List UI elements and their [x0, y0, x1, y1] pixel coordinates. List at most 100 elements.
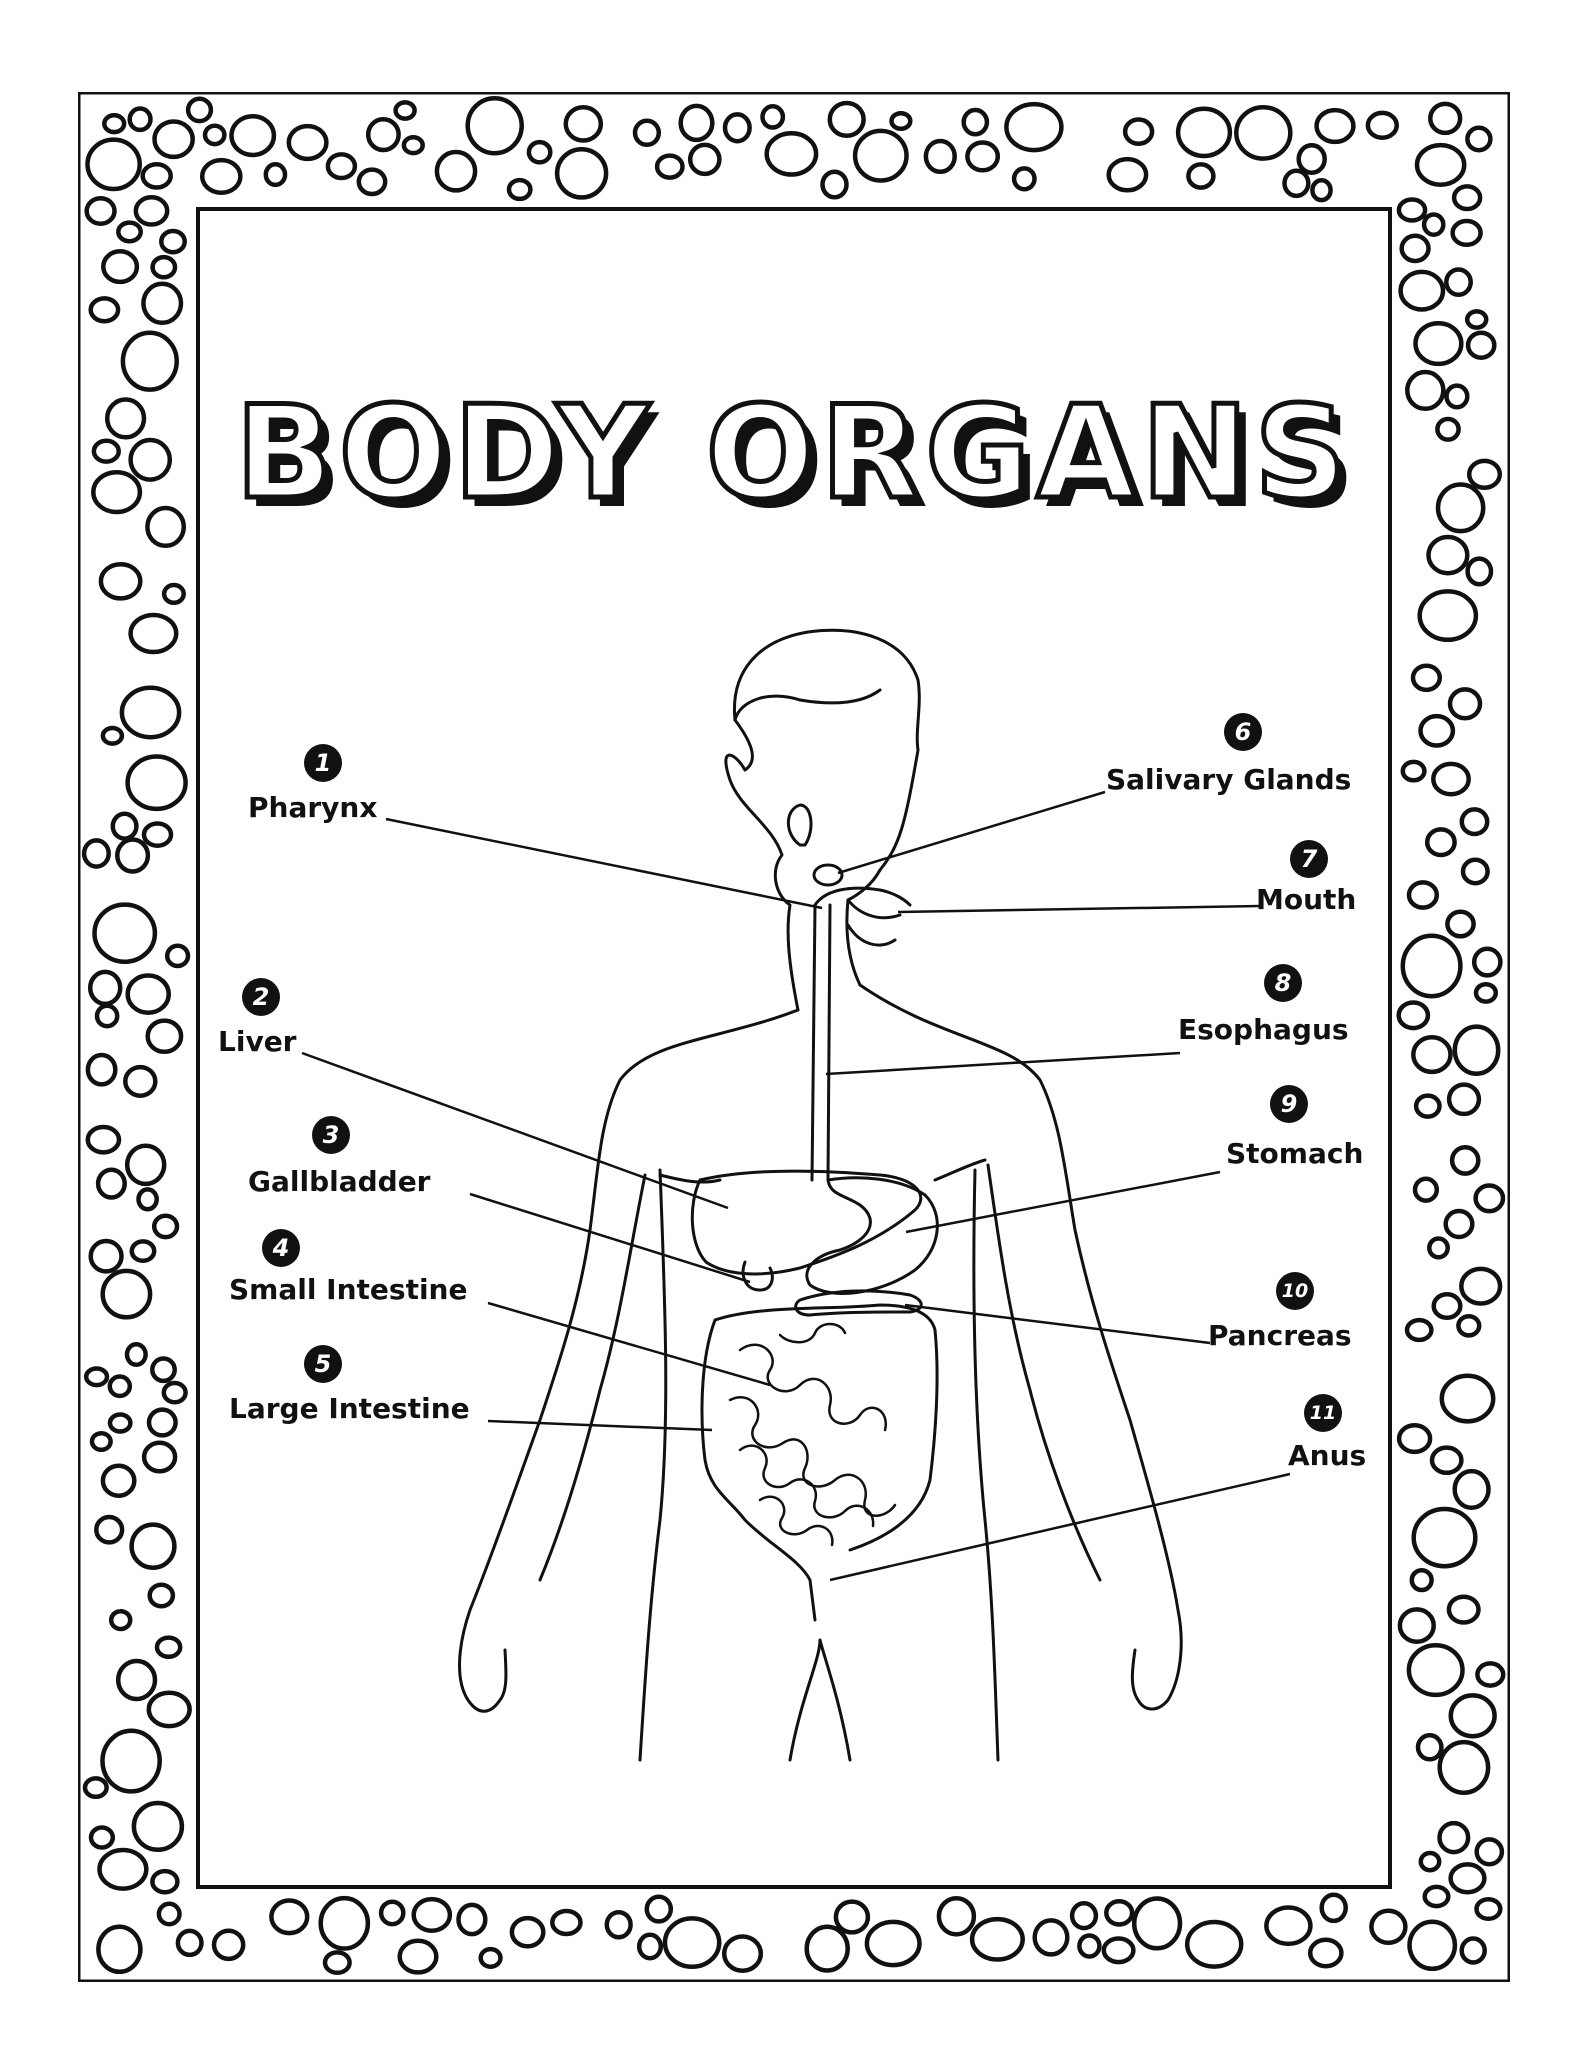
border-bubble: [141, 1440, 178, 1474]
border-bubble: [1459, 1266, 1503, 1306]
border-bubble: [147, 1582, 176, 1609]
border-bubble: [1437, 1820, 1471, 1855]
border-bubble: [325, 152, 358, 181]
leader-line-gallbladder: [469, 1192, 751, 1284]
border-bubble: [1310, 178, 1333, 203]
border-bubble: [965, 140, 1001, 173]
border-bubble: [91, 438, 121, 464]
border-bubble: [87, 969, 123, 1007]
border-bubble: [97, 1847, 149, 1891]
label-1-number: 1: [304, 744, 342, 782]
border-bubble: [1443, 1208, 1475, 1240]
border-bubble: [161, 1380, 188, 1405]
border-bubble: [434, 149, 478, 193]
border-bubble: [1404, 1317, 1434, 1343]
border-bubble: [1234, 104, 1293, 161]
border-bubble: [1473, 1183, 1506, 1214]
leader-line-pancreas: [904, 1303, 1211, 1345]
border-bubble: [1459, 807, 1490, 837]
label-4-number: 4: [262, 1229, 300, 1267]
border-bubble: [833, 1899, 871, 1935]
border-bubble: [141, 821, 174, 848]
border-bubble: [1437, 1739, 1491, 1795]
large-intestine-shape: [700, 1303, 939, 1622]
border-bubble: [92, 902, 158, 965]
border-bubble: [100, 1728, 162, 1794]
border-bubble: [1414, 142, 1467, 187]
border-bubble: [654, 153, 685, 180]
border-bubble: [1473, 981, 1499, 1004]
label-salivary-glands: Salivary Glands: [1106, 763, 1352, 796]
leader-line-pharynx: [385, 817, 823, 910]
label-mouth: Mouth: [1256, 883, 1357, 916]
border-bubble: [141, 281, 184, 326]
border-bubble: [1396, 197, 1428, 223]
pharynx-tube: [813, 886, 912, 907]
label-stomach: Stomach: [1226, 1137, 1364, 1170]
mouth-cavity: [846, 898, 902, 947]
border-bubble: [1369, 1908, 1408, 1946]
border-bubble: [1452, 1024, 1501, 1077]
border-bubble: [1106, 156, 1149, 193]
liver-shape: [690, 1169, 923, 1276]
left-arm-inner: [538, 1173, 647, 1582]
border-bubble: [85, 137, 142, 192]
border-bubble: [88, 1825, 116, 1850]
border-bubble: [100, 725, 125, 746]
border-bubble: [1411, 1035, 1453, 1075]
border-bubble: [1428, 101, 1463, 136]
border-bubble: [104, 397, 147, 440]
border-bubble: [124, 1342, 148, 1367]
border-bubble: [923, 138, 957, 175]
border-bubble: [1104, 1899, 1135, 1927]
border-bubble: [550, 1908, 583, 1937]
border-bubble: [161, 582, 186, 606]
border-bubble: [124, 1143, 167, 1187]
border-bubble: [401, 135, 425, 156]
esophagus: [810, 903, 832, 1182]
border-bubble: [1184, 1919, 1244, 1969]
border-bubble: [129, 1239, 157, 1264]
border-bubble: [678, 103, 715, 143]
border-bubble: [1365, 110, 1399, 140]
border-bubble: [1459, 1936, 1487, 1965]
label-gallbladder: Gallbladder: [248, 1165, 431, 1198]
border-bubble: [1431, 1291, 1463, 1321]
border-bubble: [263, 162, 288, 188]
label-3-number: 3: [312, 1116, 350, 1154]
border-bubble: [94, 1514, 125, 1545]
border-bubble: [1431, 761, 1471, 797]
border-bubble: [1448, 1693, 1497, 1739]
border-bubble: [150, 254, 178, 280]
border-bubble: [804, 1924, 850, 1973]
border-bubble: [760, 104, 786, 130]
label-9-number: 9: [1270, 1085, 1308, 1123]
border-bubble: [1465, 125, 1493, 153]
border-bubble: [1449, 1144, 1481, 1176]
border-bubble: [1456, 1313, 1482, 1338]
border-bubble: [140, 162, 173, 190]
border-bubble: [1396, 1423, 1433, 1455]
border-bubble: [889, 110, 913, 132]
border-bubble: [1400, 759, 1427, 783]
border-bubble: [1296, 143, 1327, 175]
border-bubble: [88, 296, 121, 324]
border-bubble: [95, 1167, 127, 1200]
label-anus: Anus: [1288, 1439, 1367, 1472]
border-bubble: [1452, 1468, 1491, 1510]
border-bubble: [125, 973, 171, 1015]
border-bubble: [1400, 933, 1463, 999]
border-bubble: [1451, 184, 1483, 212]
head-outline: [724, 628, 921, 1012]
border-bubble: [1447, 687, 1483, 721]
border-bubble: [1417, 589, 1479, 643]
border-bubble: [1466, 458, 1503, 490]
label-2-number: 2: [242, 978, 280, 1016]
border-bubble: [1460, 857, 1490, 886]
border-bubble: [1398, 269, 1446, 312]
border-bubble: [1446, 1594, 1481, 1625]
border-bubble: [1444, 267, 1473, 297]
border-bubble: [1415, 1733, 1444, 1762]
label-5-number: 5: [304, 1345, 342, 1383]
border-bubble: [1450, 218, 1483, 248]
